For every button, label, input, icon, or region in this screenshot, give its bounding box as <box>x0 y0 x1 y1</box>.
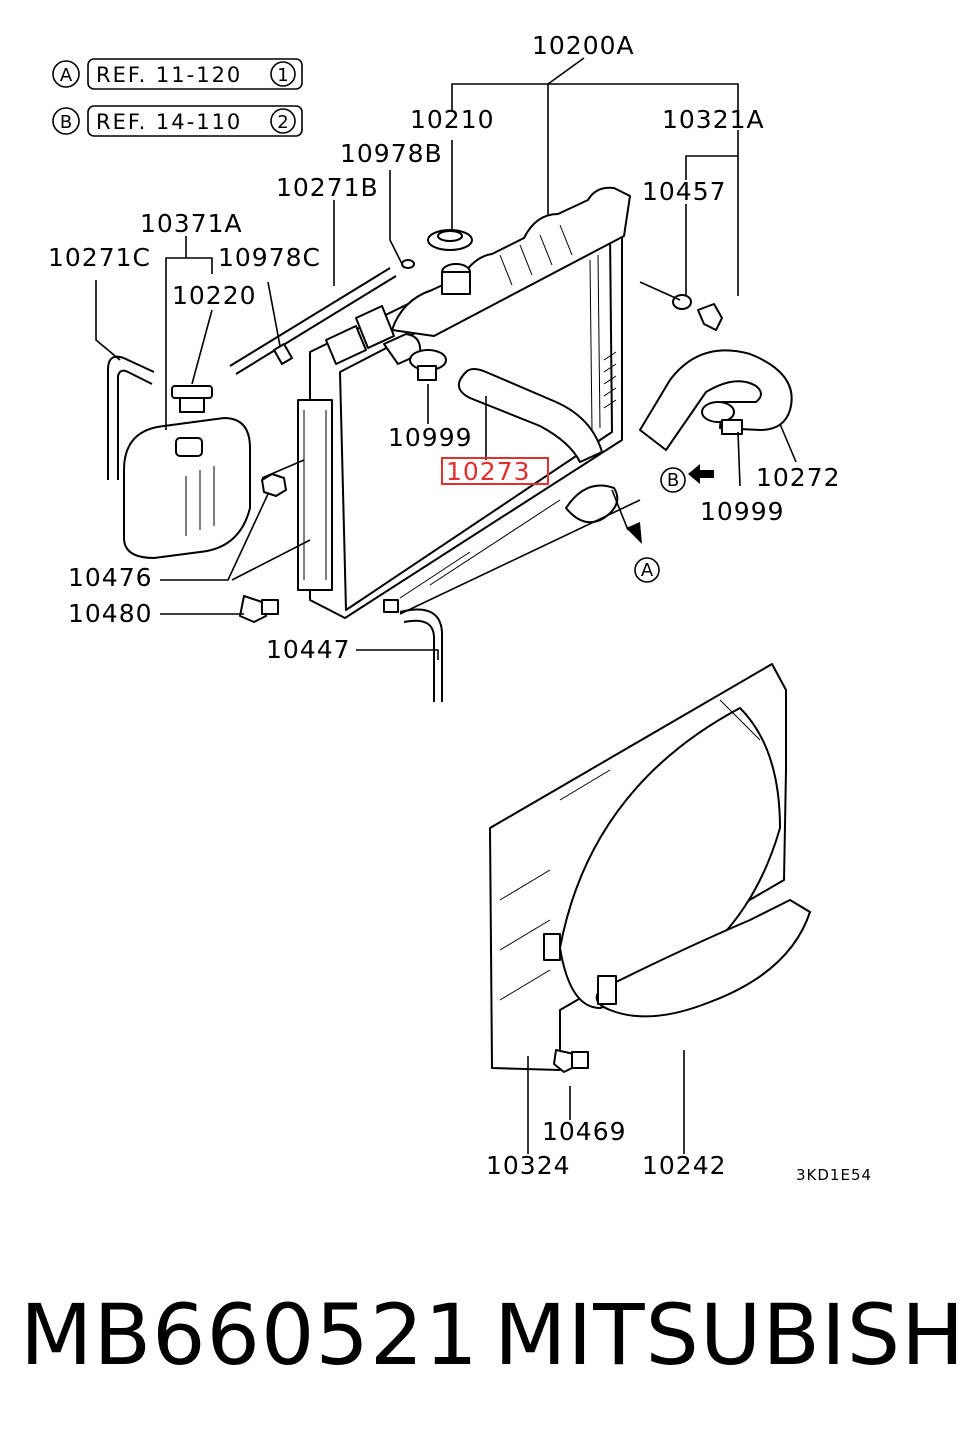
label-10273: 10273 <box>446 457 531 486</box>
reservoir-tank <box>107 259 415 559</box>
radiator-side-tank <box>297 399 333 591</box>
ref-b-letter: B <box>60 112 72 133</box>
ref-a-num: 1 <box>277 65 288 86</box>
ref-a-letter: A <box>60 65 73 86</box>
ref-b-box <box>87 105 303 137</box>
gasket <box>672 294 692 310</box>
bolt-10469 <box>553 1049 589 1073</box>
arrow-marker-a: A <box>611 489 660 583</box>
label-10457: 10457 <box>642 177 727 206</box>
label-10272: 10272 <box>756 463 841 492</box>
arrow-marker-b-letter: B <box>667 470 679 491</box>
drain-cock <box>697 303 723 331</box>
fan-ring <box>559 707 781 1009</box>
label-10469: 10469 <box>542 1117 627 1146</box>
drain-hose <box>399 608 443 702</box>
label-10476: 10476 <box>68 563 153 592</box>
part-number: MB660521 <box>20 1286 479 1384</box>
label-10978B: 10978B <box>340 139 443 168</box>
label-10242: 10242 <box>642 1151 727 1180</box>
highlight-box <box>441 457 549 485</box>
label-10271C: 10271C <box>48 243 151 272</box>
footer: MB660521 MITSUBISHI <box>0 1280 960 1390</box>
upper-hose <box>458 368 603 463</box>
label-10480: 10480 <box>68 599 153 628</box>
hose-clamp-b <box>701 401 743 435</box>
label-10321A: 10321A <box>662 105 765 134</box>
brand-name: MITSUBISHI <box>494 1286 960 1384</box>
ref-b-num: 2 <box>277 112 288 133</box>
ref-a-row: A REF. 11-120 1 <box>52 58 303 90</box>
label-10220: 10220 <box>172 281 257 310</box>
hose-clamp-a <box>409 349 447 381</box>
radiator-fins <box>399 254 617 599</box>
label-10999-upper: 10999 <box>388 423 473 452</box>
label-10371A: 10371A <box>140 209 243 238</box>
ref-a-text: REF. 11-120 <box>96 63 242 87</box>
fan-shroud <box>489 663 811 1071</box>
label-10271B: 10271B <box>276 173 379 202</box>
ref-b-row: B REF. 14-110 2 <box>52 105 303 137</box>
label-10324: 10324 <box>486 1151 571 1180</box>
label-10978C: 10978C <box>218 243 321 272</box>
ref-b-letter-circle <box>52 107 80 135</box>
shroud-lower <box>595 899 811 1018</box>
ref-b-num-circle <box>270 108 296 134</box>
ref-a-num-circle <box>270 61 296 87</box>
leader-lines <box>95 57 797 1154</box>
label-10447: 10447 <box>266 635 351 664</box>
lower-hose <box>639 349 793 451</box>
label-10999-lower: 10999 <box>700 497 785 526</box>
ref-a-letter-circle <box>52 60 80 88</box>
arrow-marker-b: B <box>660 464 714 493</box>
radiator-cap <box>427 229 473 251</box>
ref-b-text: REF. 14-110 <box>96 110 242 134</box>
diagram-code: 3KD1E54 <box>796 1166 872 1184</box>
ref-a-box <box>87 58 303 90</box>
bolt-10480 <box>239 595 279 623</box>
label-10200A: 10200A <box>532 31 635 60</box>
label-10210: 10210 <box>410 105 495 134</box>
radiator <box>297 186 631 619</box>
arrow-marker-a-letter: A <box>641 560 654 581</box>
